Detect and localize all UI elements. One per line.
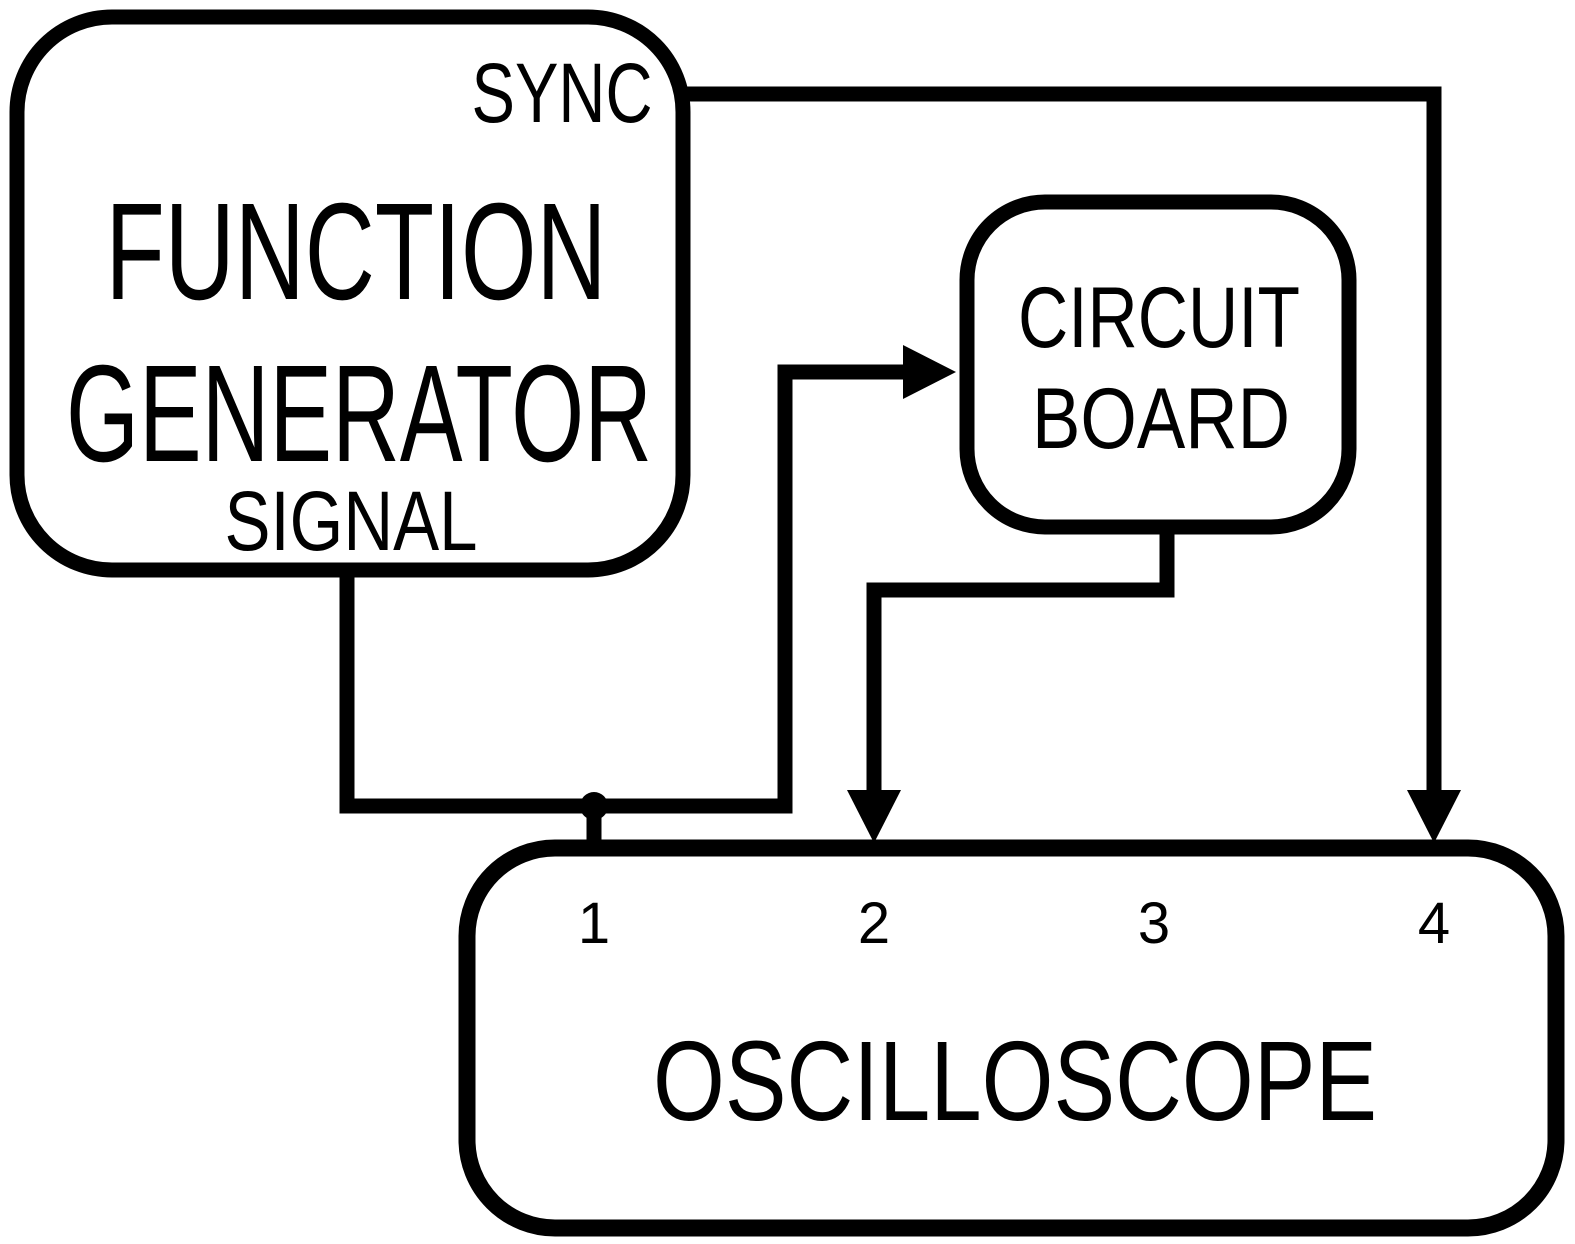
- function-generator-title-line2: GENERATOR: [66, 337, 652, 491]
- circuit-board-output-wire: [866, 518, 1175, 795]
- function-generator-box: [9, 9, 691, 578]
- channel-2-label: 2: [858, 891, 890, 956]
- circuit-board-title-line1: CIRCUIT: [1018, 270, 1300, 366]
- sync-wire: [676, 86, 1442, 795]
- arrowhead-into-circuit-board: [903, 345, 956, 399]
- oscilloscope-box: [458, 839, 1565, 1237]
- arrowheads: [580, 345, 1461, 843]
- circuit-board-title-line2: BOARD: [1032, 371, 1290, 467]
- junction-dot: [580, 792, 608, 820]
- sync-port-label: SYNC: [472, 46, 653, 140]
- function-generator-title-line1: FUNCTION: [106, 175, 607, 329]
- channel-3-label: 3: [1138, 891, 1170, 956]
- arrowhead-channel2: [847, 790, 901, 843]
- labels: SYNC FUNCTION GENERATOR SIGNAL CIRCUIT B…: [66, 46, 1450, 1144]
- arrowhead-channel4: [1407, 790, 1461, 843]
- channel-4-label: 4: [1418, 891, 1450, 956]
- circuit-board-box: [959, 194, 1357, 535]
- nodes: [9, 9, 1565, 1237]
- oscilloscope-title: OSCILLOSCOPE: [653, 1018, 1377, 1144]
- signal-port-label: SIGNAL: [225, 474, 478, 568]
- signal-wire: [339, 364, 905, 814]
- channel-1-label: 1: [578, 891, 610, 956]
